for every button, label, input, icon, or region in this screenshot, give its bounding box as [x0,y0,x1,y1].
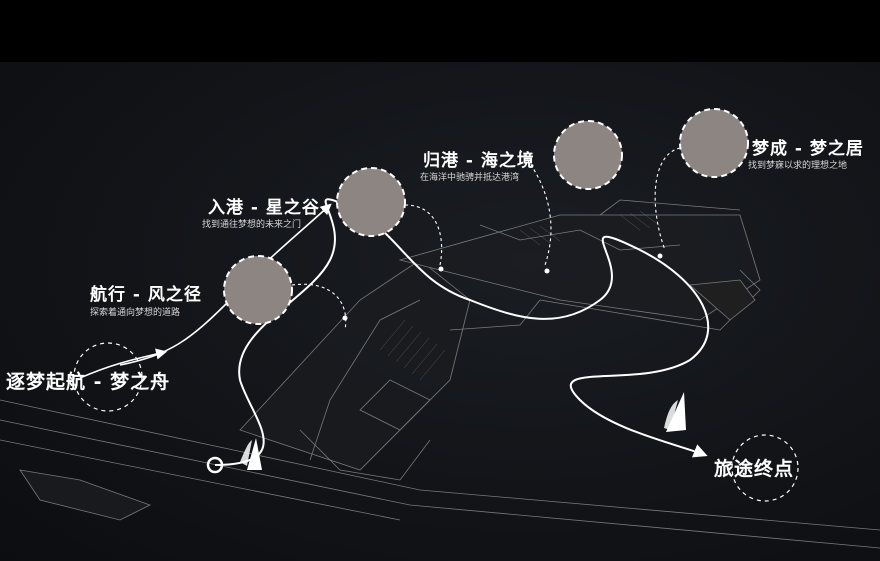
stage-circles [73,108,799,502]
stage-subtitle-star: 找到通往梦想的未来之门 [202,220,302,230]
end-label: 旅途终点 [714,458,795,480]
sailboat-icon [664,392,686,432]
stage-title-start: 逐梦起航 - 梦之舟 [6,371,171,393]
end-circle [731,434,799,502]
stage-circle-start [73,342,143,412]
site-hatching [379,210,661,381]
stage-circle-wind [223,255,293,325]
stage-circle-sea [553,120,623,190]
stage-circle-star [336,167,406,237]
site-wireframe [0,199,880,549]
stage-subtitle-sea: 在海洋中驰骋并抵达港湾 [420,173,520,183]
stage-title-star: 入港 - 星之谷 [208,198,320,218]
start-ring-icon [206,456,224,474]
stage-title-sea: 归港 - 海之境 [423,151,535,171]
stage-subtitle-dream: 找到梦寐以求的理想之地 [748,161,848,171]
dashed-connectors [291,147,681,331]
stage-title-wind: 航行 - 风之径 [90,285,202,305]
stage-circle-dream [679,108,749,178]
stage-title-dream: 梦成 - 梦之居 [752,139,864,159]
sailboat-icon [240,438,262,470]
journey-path-start [79,348,168,379]
stage-subtitle-wind: 探索着通向梦想的道路 [90,308,181,318]
top-band [0,0,880,62]
marker-dots [342,253,663,321]
